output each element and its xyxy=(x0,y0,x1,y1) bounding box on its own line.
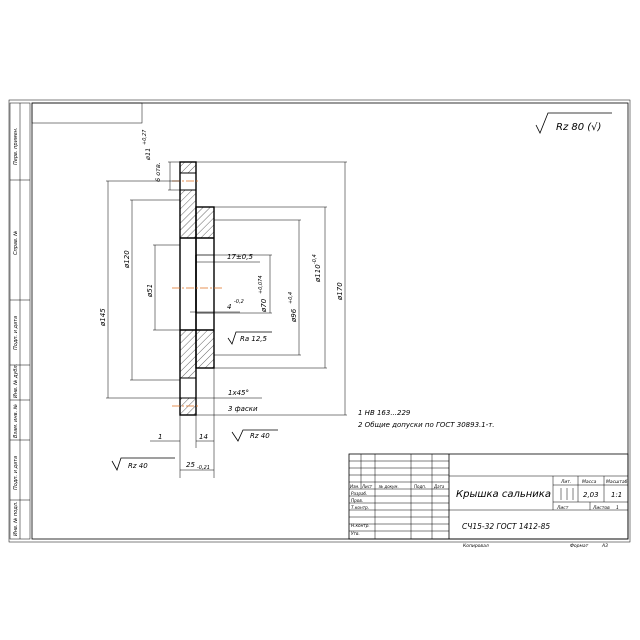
title-block: Изм. Лист № докум. Подп. Дата Разраб. Пр… xyxy=(348,453,629,540)
dim-text: 25 xyxy=(186,461,195,469)
scale-label: Масштаб xyxy=(606,479,628,485)
role-label: Разраб. xyxy=(351,491,367,496)
sheet-label: Лист xyxy=(556,505,569,511)
strip-label: Инв. № дубл. xyxy=(13,364,19,398)
dimension-14: 14 xyxy=(195,368,215,478)
format-value: А3 xyxy=(601,543,608,549)
dimension-d170: ø170 xyxy=(196,161,347,416)
format-label: Формат xyxy=(570,543,589,549)
role-label: Утв. xyxy=(351,531,360,536)
dim-text: ø110 xyxy=(314,264,322,283)
scale-value: 1:1 xyxy=(611,491,622,499)
copied-label: Копировал xyxy=(463,543,489,549)
outer-border xyxy=(8,99,631,543)
chamfer-text: 1x45° xyxy=(228,389,249,397)
dim-text: ø11 xyxy=(144,148,152,161)
strip-label: Подп. и дата xyxy=(13,456,19,490)
dim-text: 1 xyxy=(158,433,162,441)
dim-text: 14 xyxy=(199,433,208,441)
part-name: Крышка сальника xyxy=(456,489,551,500)
dim-text: ø170 xyxy=(336,282,344,301)
dimension-d145: ø145 xyxy=(99,180,180,399)
role-label: Пров. xyxy=(351,498,363,503)
inner-frame xyxy=(31,102,629,540)
top-left-stamp-box xyxy=(31,102,143,124)
dim-tol: +0,4 xyxy=(288,292,294,304)
dimension-hole: ø11 +0,27 6 отв. xyxy=(142,129,180,191)
dim-tol: +0,27 xyxy=(142,129,148,145)
strip-label: Инв. № подл. xyxy=(13,502,19,537)
dim-text: 17±0,5 xyxy=(227,253,253,261)
dim-text: ø96 xyxy=(290,308,298,323)
part-section xyxy=(179,161,215,416)
col-header: № докум. xyxy=(378,484,399,489)
dimension-25: 25 -0,21 xyxy=(180,461,214,471)
chamfer-count: 3 фаски xyxy=(228,405,258,413)
dim-text: ø145 xyxy=(99,308,107,327)
col-header: Изм. xyxy=(350,484,359,489)
dim-tol: -0,21 xyxy=(197,465,210,471)
note-2: 2 Общие допуски по ГОСТ 30893.1-т. xyxy=(358,421,495,429)
general-roughness-symbol: Rz 80 (√) xyxy=(535,112,612,134)
dim-text: ø120 xyxy=(123,250,131,269)
note-1: 1 НВ 163...229 xyxy=(358,409,411,417)
dim-text: 6 отв. xyxy=(154,162,162,182)
left-strip: Перв. примен. Справ. № Подп. и дата Инв.… xyxy=(9,102,31,540)
chamfer-callout: 1x45° 3 фаски xyxy=(196,389,262,413)
dimension-17: 17±0,5 xyxy=(196,253,260,263)
strip-label: Справ. № xyxy=(13,231,19,255)
sheets-label: Листов xyxy=(592,505,610,511)
dim-text: 4 xyxy=(227,303,231,311)
sheets-value: 1 xyxy=(616,505,619,511)
role-label: Н.контр. xyxy=(351,523,370,528)
dimension-d96: ø96 +0,4 xyxy=(214,219,301,356)
roughness-text: Rz 40 xyxy=(250,432,270,440)
strip-label: Подп. и дата xyxy=(13,316,19,350)
dim-text: ø70 xyxy=(260,298,268,313)
roughness-right: Rz 40 xyxy=(231,429,278,442)
mass-label: Масса xyxy=(582,479,597,485)
role-label: Т.контр. xyxy=(351,505,369,510)
strip-label: Перв. примен. xyxy=(13,127,19,165)
roughness-text: Rz 80 (√) xyxy=(556,122,601,133)
dim-tol: +0,074 xyxy=(258,275,264,294)
strip-label: Взам. инв. № xyxy=(13,404,19,438)
dimension-d70: ø70 +0,074 xyxy=(214,254,272,314)
roughness-text: Rz 40 xyxy=(128,462,148,470)
dimension-d51: ø51 xyxy=(146,244,180,331)
dim-tol: -0,4 xyxy=(312,254,318,264)
dimension-d110: ø110 -0,4 xyxy=(214,206,327,369)
roughness-ra: Ra 12,5 xyxy=(227,331,272,345)
roughness-text: Ra 12,5 xyxy=(240,335,268,343)
material: СЧ15-32 ГОСТ 1412-85 xyxy=(462,522,550,531)
roughness-left: Rz 40 xyxy=(111,457,175,471)
lit-label: Лит. xyxy=(560,479,571,485)
dimension-4: 4 -0,2 xyxy=(190,299,244,313)
dimension-1: 1 xyxy=(150,415,181,478)
col-header: Дата xyxy=(433,484,445,489)
col-header: Подп. xyxy=(414,484,426,489)
dim-text: ø51 xyxy=(146,284,154,298)
dimension-d120: ø120 xyxy=(123,199,180,381)
col-header: Лист xyxy=(361,484,373,489)
dim-tol: -0,2 xyxy=(234,299,244,305)
mass-value: 2,03 xyxy=(583,491,599,499)
